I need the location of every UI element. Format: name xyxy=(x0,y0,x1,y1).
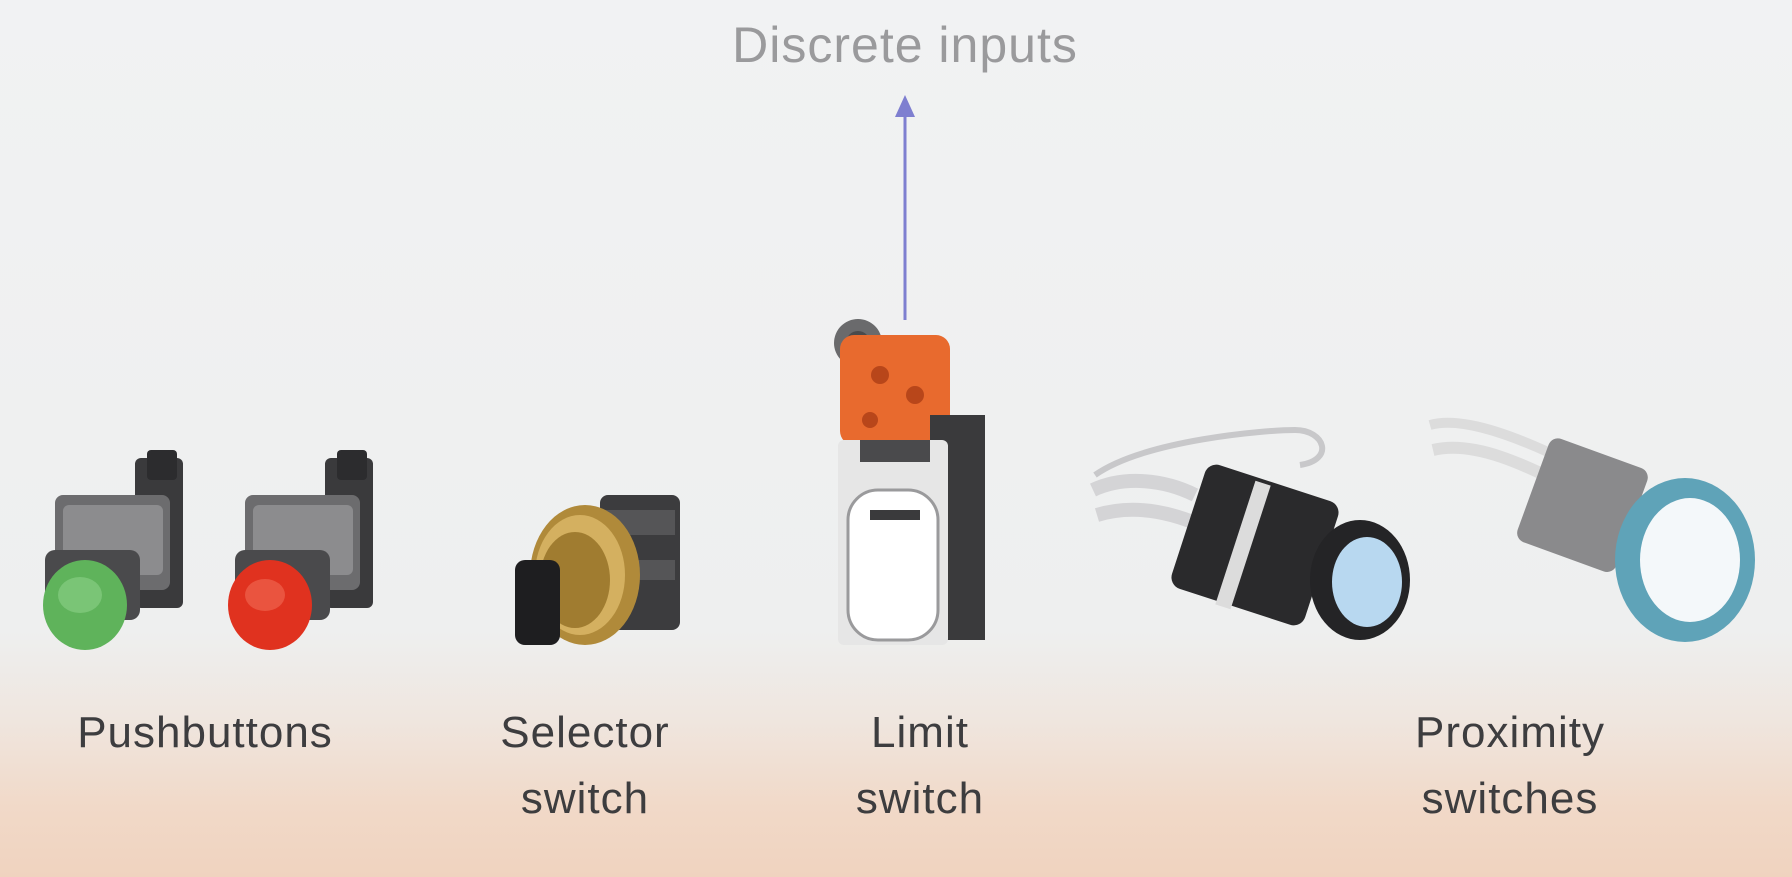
proximity-switch-icon xyxy=(1085,420,1420,655)
proximity-switch-icon xyxy=(1425,395,1755,655)
selector-switch-icon xyxy=(505,490,685,655)
diagram-title: Discrete inputs xyxy=(732,17,1078,73)
limit-switch-icon xyxy=(830,315,990,650)
pushbuttons-label: Pushbuttons xyxy=(77,708,333,757)
limit-switch-label: Limit switch xyxy=(855,708,985,823)
proximity-switches-label: Proximity switches xyxy=(1415,708,1605,823)
up-arrow-icon xyxy=(890,95,920,320)
red-pushbutton-icon xyxy=(225,450,400,660)
selector-switch-label: Selector switch xyxy=(500,708,670,823)
green-pushbutton-icon xyxy=(35,450,210,660)
